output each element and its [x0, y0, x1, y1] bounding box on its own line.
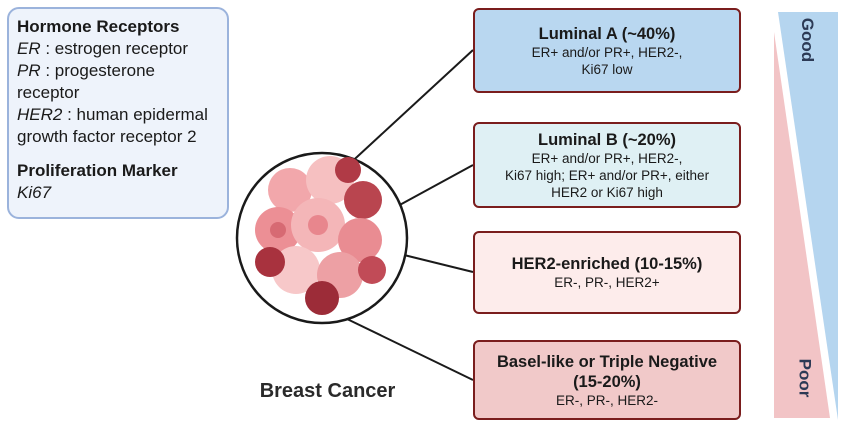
legend-abbr: ER: [17, 39, 41, 58]
legend-text: : estrogen receptor: [40, 39, 189, 58]
good-prognosis-wedge: [778, 12, 838, 420]
subtype-detail: HER2 or Ki67 high: [551, 184, 663, 200]
subtype-title: Basel-like or Triple Negative: [496, 352, 718, 371]
connector-line: [344, 317, 474, 381]
subtype-box-triple-negative: Basel-like or Triple Negative (15-20%) E…: [473, 340, 741, 420]
poor-prognosis-wedge: [774, 32, 830, 418]
legend-item: HER2 : human epidermal: [17, 104, 219, 126]
legend-text: growth factor receptor 2: [17, 127, 197, 146]
diagram-caption: Breast Cancer: [259, 380, 396, 402]
legend-abbr: HER2: [17, 105, 63, 124]
legend-item: receptor: [17, 82, 219, 104]
subtype-detail: ER-, PR-, HER2+: [554, 275, 660, 290]
legend-marker: Ki67: [17, 183, 52, 202]
prognosis-good-label: Good: [798, 17, 818, 63]
connector-line: [344, 49, 474, 169]
subtype-detail: ER+ and/or PR+, HER2-,: [531, 150, 683, 166]
subtype-detail: Ki67 low: [581, 61, 633, 77]
subtype-box-her2-enriched: HER2-enriched (10-15%) ER-, PR-, HER2+: [473, 231, 741, 314]
connector-line: [403, 254, 474, 273]
legend-title-proliferation: Proliferation Marker: [17, 161, 178, 180]
legend-title-receptors: Hormone Receptors: [17, 17, 180, 36]
legend-text: : progesterone: [40, 61, 155, 80]
subtype-box-luminal-b: Luminal B (~20%) ER+ and/or PR+, HER2-, …: [473, 122, 741, 208]
subtype-title: Luminal B (~20%): [538, 130, 676, 149]
tumor-cells-icon: [255, 156, 386, 315]
subtype-title: Luminal A (~40%): [538, 24, 676, 43]
legend-text: receptor: [17, 83, 80, 102]
subtype-title: HER2-enriched (10-15%): [511, 255, 703, 273]
legend-text: : human epidermal: [62, 105, 208, 124]
subtype-detail: Ki67 high; ER+ and/or PR+, either: [504, 167, 710, 183]
connector-line: [395, 164, 474, 208]
subtype-title-continued: (15-20%): [573, 372, 641, 391]
subtype-box-luminal-a: Luminal A (~40%) ER+ and/or PR+, HER2-, …: [473, 8, 741, 93]
subtype-detail: ER-, PR-, HER2-: [555, 392, 658, 408]
prognosis-poor-label: Poor: [795, 358, 815, 398]
legend-item: PR : progesterone: [17, 60, 219, 82]
legend-item: growth factor receptor 2: [17, 126, 219, 148]
legend-item: ER : estrogen receptor: [17, 38, 219, 60]
legend-box: Hormone Receptors ER : estrogen receptor…: [7, 7, 229, 219]
subtype-detail: ER+ and/or PR+, HER2-,: [531, 44, 683, 60]
legend-abbr: PR: [17, 61, 41, 80]
